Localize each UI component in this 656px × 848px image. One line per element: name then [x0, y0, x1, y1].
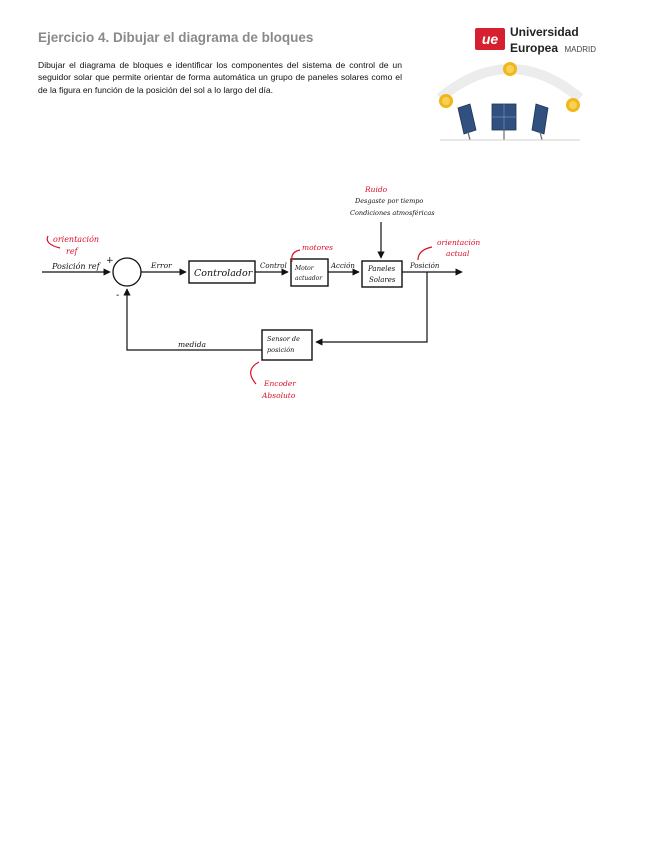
action-label: Acción — [330, 262, 355, 270]
sensor-annotation-line-2: Absoluto — [261, 391, 296, 400]
actuator-label-line-2: actuador — [295, 275, 323, 282]
logo-mark: ue — [475, 28, 505, 50]
disturbance-title: Ruido — [364, 185, 388, 194]
plant-label-line-2: Solares — [369, 276, 396, 284]
disturbance-line-1: Desgaste por tiempo — [354, 197, 423, 205]
ref-annotation-line-1: orientación — [53, 235, 99, 244]
logo-line-2: Europea — [510, 41, 559, 55]
plant-block — [361, 260, 403, 288]
sensor-annotation-line-1: Encoder — [263, 379, 296, 388]
controller-label: Controlador — [194, 268, 254, 279]
exercise-instructions: Dibujar el diagrama de bloques e identif… — [38, 60, 402, 95]
motors-annotation-curve — [291, 249, 301, 263]
ref-annotation-curve — [46, 235, 61, 249]
logo-line-3: MADRID — [564, 45, 597, 54]
sensor-block — [261, 329, 313, 361]
sensor-label-line-2: posición — [267, 346, 294, 354]
minus-sign: - — [116, 290, 120, 301]
sun-icon-left — [439, 94, 453, 108]
motors-annotation: motores — [302, 243, 333, 252]
actuator-label-line-1: Motor — [294, 265, 315, 272]
control-label: Control — [260, 262, 287, 270]
measure-label: medida — [178, 340, 206, 349]
ref-annotation-line-2: ref — [66, 247, 80, 256]
plus-sign: + — [106, 256, 114, 266]
sun-icon-right — [566, 98, 580, 112]
feedback-to-sensor — [315, 272, 428, 346]
logo-line-1: Universidad — [510, 25, 579, 39]
plant-label-line-1: Paneles — [367, 265, 396, 273]
error-label: Error — [150, 261, 172, 270]
sensor-label-line-1: Sensor de — [267, 335, 300, 343]
sun-icon-top — [503, 62, 517, 76]
summing-junction — [112, 257, 142, 287]
solar-panel-icon-left — [457, 103, 477, 141]
page-title: Ejercicio 4. Dibujar el diagrama de bloq… — [38, 30, 314, 45]
reference-label: Posición ref — [51, 262, 102, 271]
solar-panel-icon-center — [491, 103, 517, 140]
disturbance-line-2: Condiciones atmosféricas — [350, 209, 435, 217]
solar-panel-icon-right — [531, 103, 549, 141]
output-label: Posición — [409, 262, 440, 270]
measurement-feedback-arrow — [123, 288, 262, 351]
output-annotation-line-2: actual — [446, 249, 470, 258]
output-annotation-line-1: orientación — [437, 238, 480, 247]
output-annotation-curve — [417, 246, 433, 261]
sensor-annotation-curve — [250, 361, 260, 385]
solar-tracker-illustration — [436, 62, 584, 141]
